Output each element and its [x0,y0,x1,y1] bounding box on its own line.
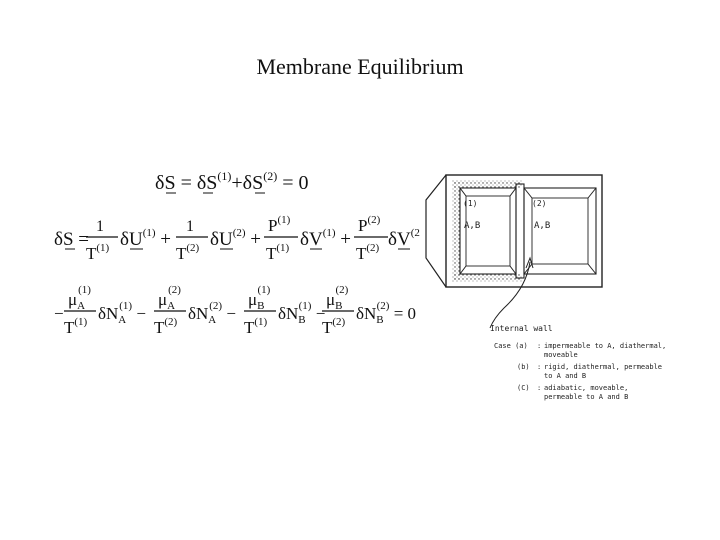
slide-title: Membrane Equilibrium [256,54,464,79]
svg-text:δV(1) +: δV(1) + [300,227,351,250]
svg-text:μB(2): μB(2) [326,284,349,312]
svg-text:δS = δS(1)+δS(2) = 0: δS = δS(1)+δS(2) = 0 [155,169,309,194]
svg-text::: : [537,342,541,350]
wall-arrow [489,261,531,329]
internal-wall [515,183,525,279]
svg-text:μA(1): μA(1) [68,284,91,312]
case-a-label: Case (a) [494,342,528,350]
compartment-2-content: A,B [534,221,550,231]
case-b-label: (b) [517,363,530,371]
svg-text:T(2): T(2) [176,242,200,263]
membrane-figure-svg: (1) (2) A,B A,B Internal wall Case (a) :… [425,174,666,401]
svg-text:μA(2): μA(2) [158,284,181,312]
svg-text:P(2): P(2) [358,214,381,235]
equation-line-2: δS = 1 T(1) δU(1) + 1 T(2) δU(2) + P(1) … [54,214,420,263]
svg-text::: : [537,384,541,392]
svg-text:δS =: δS = [54,229,89,250]
case-b-text-2: to A and B [544,372,586,380]
membrane-figure: (1) (2) A,B A,B Internal wall Case (a) :… [418,170,680,420]
case-c-label: (C) [517,384,530,392]
compartment-1-content: A,B [464,221,480,231]
case-a-text-2: moveable [544,351,578,359]
compartment-2 [523,187,597,275]
case-b-text-1: rigid, diathermal, permeable [544,363,662,371]
svg-text:T(1): T(1) [244,316,268,337]
svg-text:δU(2) +: δU(2) + [210,227,261,250]
compartment-2-label: (2) [532,199,546,208]
svg-text:δU(1) +: δU(1) + [120,227,171,250]
case-a-text-1: impermeable to A, diathermal, [544,342,666,350]
equation-line-3: − μA(1) T(1) δNA(1) − μA(2) T(2) δNA(2) … [54,284,416,337]
svg-text:−: − [54,304,64,323]
svg-text:δNA(2) −: δNA(2) − [188,300,236,326]
entropy-equations: δS = δS(1)+δS(2) = 0 δS = 1 T(1) δU(1) +… [40,155,420,355]
svg-text:T(1): T(1) [64,316,88,337]
equation-line-1: δS = δS(1)+δS(2) = 0 [155,169,309,194]
case-c-text-2: permeable to A and B [544,393,628,401]
internal-wall-label: Internal wall [490,324,553,333]
outer-box [445,174,603,288]
svg-text:T(2): T(2) [356,242,380,263]
svg-text:δV(2): δV(2) [388,227,420,250]
svg-text:δNB(1) −: δNB(1) − [278,300,325,326]
svg-text:T(2): T(2) [322,316,346,337]
compartment-1-label: (1) [463,199,477,208]
svg-text:1: 1 [186,218,194,235]
equations-svg: δS = δS(1)+δS(2) = 0 δS = 1 T(1) δU(1) +… [54,169,420,337]
svg-text:1: 1 [96,218,104,235]
svg-text:T(1): T(1) [86,242,110,263]
svg-text:T(1): T(1) [266,242,290,263]
svg-text:μB(1): μB(1) [248,284,271,312]
svg-text:P(1): P(1) [268,214,291,235]
case-c-text-1: adiabatic, moveable, [544,384,628,392]
svg-text::: : [537,363,541,371]
svg-text:δNB(2) = 0: δNB(2) = 0 [356,300,416,326]
svg-text:T(2): T(2) [154,316,178,337]
svg-text:δNA(1) −: δNA(1) − [98,300,146,326]
